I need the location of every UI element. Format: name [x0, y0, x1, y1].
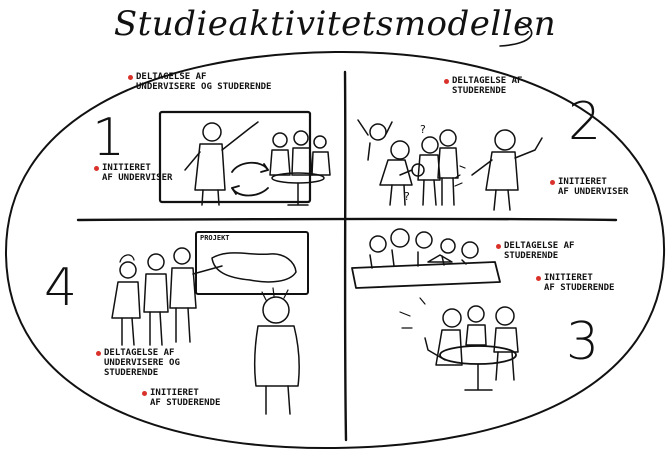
quadrant-1-initiation-label: INITIERET AF UNDERVISER — [102, 163, 173, 183]
quadrant-3-initiation-label: INITIERET AF STUDERENDE — [544, 273, 615, 293]
project-board-label: PROJEKT — [200, 234, 230, 242]
svg-text:?: ? — [420, 123, 426, 136]
quadrant-3-number: 3 — [566, 312, 600, 372]
quadrant-2-number: 2 — [568, 92, 602, 152]
quadrant-3-participation-label: DELTAGELSE AF STUDERENDE — [504, 241, 575, 261]
bullet-dot — [96, 351, 101, 356]
quadrant-2-initiation-label: INITIERET AF UNDERVISER — [558, 177, 629, 197]
vertical-divider — [343, 70, 348, 442]
title-swoosh — [499, 21, 533, 47]
bullet-dot — [550, 180, 555, 185]
bullet-dot — [496, 244, 501, 249]
quadrant-4-participation-label: DELTAGELSE AF UNDERVISERE OG STUDERENDE — [104, 348, 180, 378]
teacher-head — [202, 122, 222, 142]
bullet-dot — [94, 166, 99, 171]
quadrant-4-initiation-label: INITIERET AF STUDERENDE — [150, 388, 221, 408]
bullet-dot — [444, 79, 449, 84]
project-board — [195, 231, 309, 295]
quadrant-1-participation-label: DELTAGELSE AF UNDERVISERE OG STUDERENDE — [136, 72, 272, 92]
quadrant-2-participation-label: DELTAGELSE AF STUDERENDE — [452, 76, 523, 96]
page-title: Studieaktivitetsmodellen — [113, 4, 557, 44]
quadrant-3-illustration — [351, 228, 519, 391]
outer-oval — [4, 50, 666, 450]
quadrant-1-illustration — [158, 110, 331, 206]
svg-text:?: ? — [404, 190, 410, 203]
study-desk — [351, 261, 501, 289]
bullet-dot — [536, 276, 541, 281]
whiteboard — [158, 110, 312, 204]
quadrant-4-number: 4 — [44, 258, 78, 318]
quadrant-2-illustration: ? ? — [357, 119, 543, 211]
quadrant-1-number: 1 — [92, 108, 126, 168]
quadrant-4-illustration — [111, 231, 309, 415]
horizontal-divider — [76, 217, 618, 222]
bullet-dot — [142, 391, 147, 396]
bullet-dot — [128, 75, 133, 80]
